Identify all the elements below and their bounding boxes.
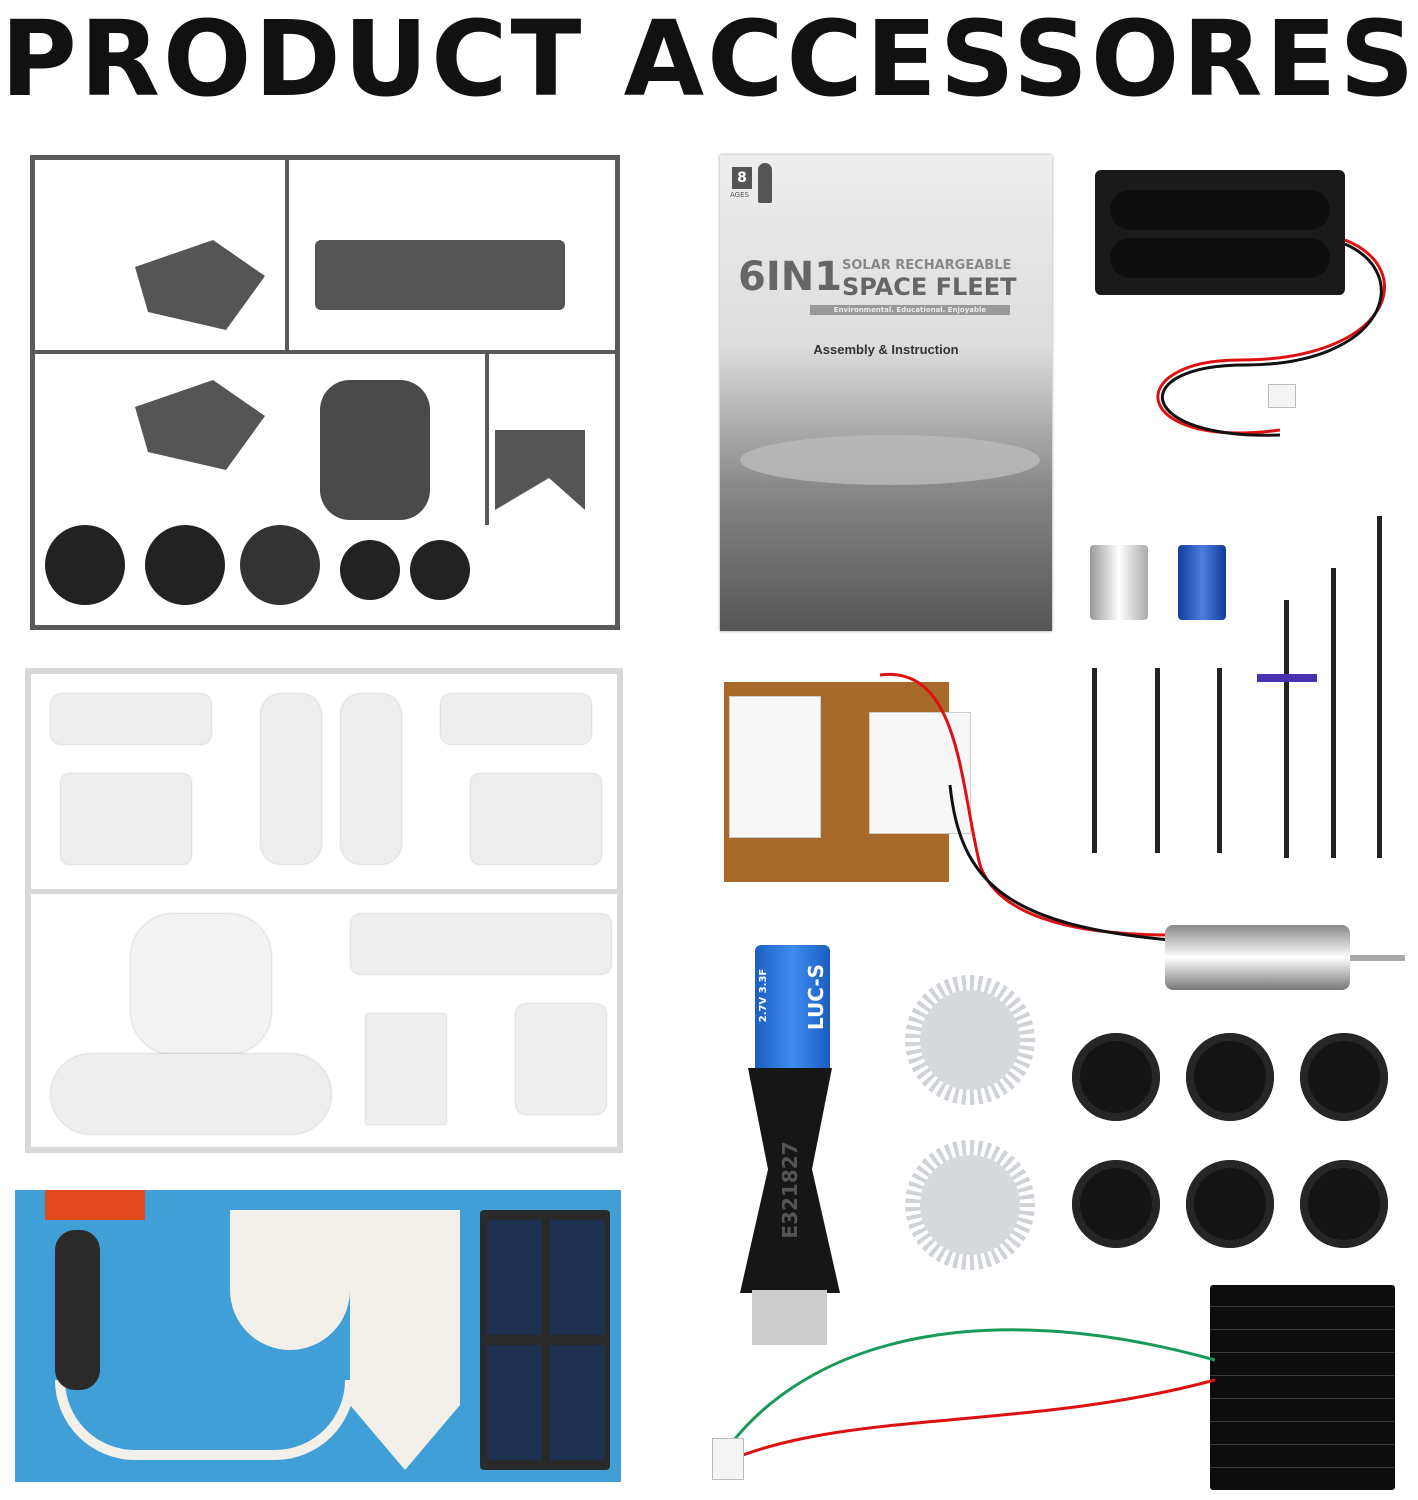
wheel: [1186, 1160, 1274, 1248]
wheel: [1072, 1033, 1160, 1121]
wheel: [1072, 1160, 1160, 1248]
capacitor-holder: E321827: [740, 1068, 840, 1293]
sticker-sheet: [15, 1190, 621, 1482]
gray-parts-sprue: [30, 155, 620, 630]
capacitor-rating: 2.7V 3.3F: [758, 968, 770, 1023]
solar-wires: [728, 1328, 1216, 1462]
white-parts-sprue: [25, 668, 623, 1153]
metal-shaft: [1092, 668, 1097, 853]
metal-shaft: [1284, 600, 1289, 858]
metal-shaft: [1217, 668, 1222, 853]
purple-gear: [1257, 674, 1317, 682]
age-badge: 8: [732, 167, 752, 189]
child-icon: [758, 163, 772, 203]
age-label: AGES: [730, 191, 749, 199]
metal-shaft: [1331, 568, 1336, 858]
silver-sleeve: [1090, 545, 1148, 620]
manual-instruction-label: Assembly & Instruction: [813, 342, 959, 357]
battery-holder: [1095, 170, 1345, 295]
manual-tagline: Environmental. Educational. Enjoyable: [810, 305, 1010, 315]
wires: [1156, 238, 1386, 437]
gear: [905, 975, 1035, 1105]
manual-subtitle: SOLAR RECHARGEABLE: [842, 258, 1012, 273]
solar-panel: [1210, 1285, 1395, 1490]
instruction-manual: 8 AGES 6IN1 SOLAR RECHARGEABLE SPACE FLE…: [720, 155, 1052, 631]
capacitor-connector: [752, 1290, 827, 1345]
wheel: [1300, 1033, 1388, 1121]
supercapacitor: 2.7V 3.3F LUC-S: [755, 945, 830, 1073]
metal-shaft: [1377, 516, 1382, 858]
motor-wires: [880, 673, 1171, 942]
wire-connector: [1268, 384, 1296, 408]
blue-sleeve: [1178, 545, 1226, 620]
solar-connector: [712, 1438, 744, 1480]
capacitor-code: E321827: [778, 1141, 802, 1239]
manual-brand-number: 6IN1: [738, 254, 843, 300]
motor-shaft: [1350, 955, 1405, 961]
manual-product-name: SPACE FLEET: [842, 273, 1017, 301]
capacitor-brand: LUC-S: [804, 963, 829, 1031]
metal-shaft: [1155, 668, 1160, 853]
motor: [1165, 925, 1350, 990]
gear: [905, 1140, 1035, 1270]
wheel: [1186, 1033, 1274, 1121]
wheel: [1300, 1160, 1388, 1248]
page-title: PRODUCT ACCESSORES: [0, 0, 1418, 120]
space-station-image: [740, 435, 1040, 485]
